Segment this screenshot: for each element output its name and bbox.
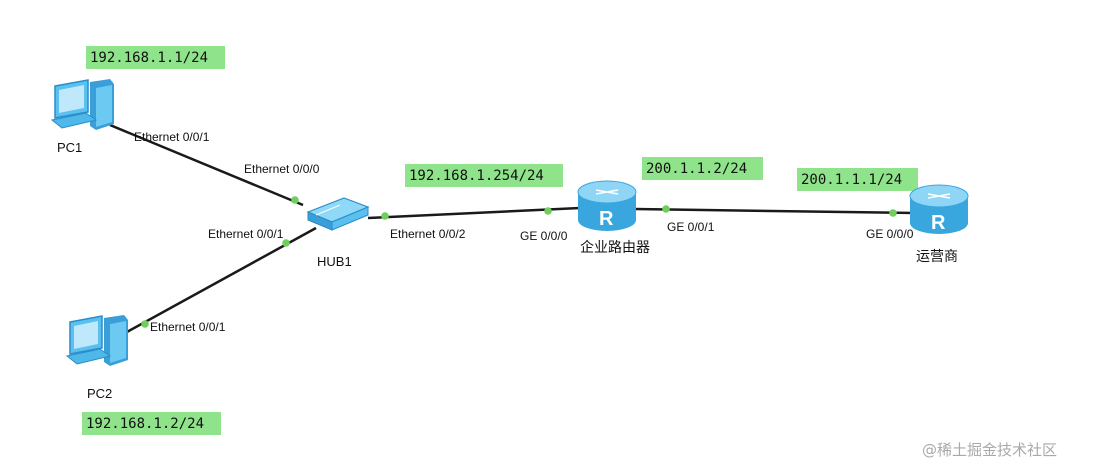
ip-text: 200.1.1.2/24: [646, 161, 747, 177]
ip-text: 200.1.1.1/24: [801, 172, 902, 188]
device-label-enterprise-router: 企业路由器: [580, 239, 650, 256]
watermark: @稀土掘金技术社区: [922, 441, 1057, 459]
port-dot[interactable]: [662, 205, 670, 213]
ip-text: 192.168.1.254/24: [409, 168, 544, 184]
port-label-router-ge000: GE 0/0/0: [520, 229, 568, 243]
ip-label-enterprise-lan: 192.168.1.254/24: [405, 164, 563, 187]
link-pc1-hub1[interactable]: [109, 123, 304, 207]
port-dot[interactable]: [282, 239, 290, 247]
port-dot[interactable]: [889, 209, 897, 217]
pc-icon: [50, 79, 114, 130]
link-enterprise-router-isp[interactable]: [631, 207, 916, 215]
router-icon: R: [909, 184, 969, 234]
hub-icon: [306, 197, 370, 231]
ip-text: 192.168.1.2/24: [86, 416, 204, 432]
port-label-pc2: Ethernet 0/0/1: [150, 320, 226, 334]
device-label-pc1: PC1: [57, 140, 82, 155]
port-label-pc1: Ethernet 0/0/1: [134, 130, 210, 144]
port-label-hub1-e0: Ethernet 0/0/0: [244, 162, 320, 176]
ip-text: 192.168.1.1/24: [90, 50, 208, 66]
pc1-device[interactable]: PC1: [50, 79, 114, 155]
port-dots: [141, 196, 897, 328]
ip-label-isp: 200.1.1.1/24: [797, 168, 918, 191]
ip-label-pc2: 192.168.1.2/24: [82, 412, 221, 435]
device-label-isp-router: 运营商: [916, 249, 958, 265]
port-label-hub1-e2: Ethernet 0/0/2: [390, 227, 466, 241]
pc2-device[interactable]: PC2: [65, 315, 128, 401]
enterprise-router-device[interactable]: R 企业路由器: [577, 180, 650, 256]
port-dot[interactable]: [381, 212, 389, 220]
router-icon: R: [577, 180, 637, 231]
port-label-hub1-e1: Ethernet 0/0/1: [208, 227, 284, 241]
router-r-glyph: R: [931, 212, 946, 234]
port-label-isp-ge000: GE 0/0/0: [866, 227, 914, 241]
isp-router-device[interactable]: R 运营商: [909, 184, 969, 265]
ip-label-enterprise-wan: 200.1.1.2/24: [642, 157, 763, 180]
port-dot[interactable]: [544, 207, 552, 215]
router-r-glyph: R: [599, 208, 614, 230]
port-dot[interactable]: [141, 320, 149, 328]
ip-label-pc1: 192.168.1.1/24: [86, 46, 225, 69]
device-label-pc2: PC2: [87, 386, 112, 401]
device-label-hub1: HUB1: [317, 254, 352, 269]
hub1-device[interactable]: HUB1: [306, 197, 370, 269]
port-label-router-ge001: GE 0/0/1: [667, 220, 715, 234]
port-dot[interactable]: [291, 196, 299, 204]
pc-icon: [65, 315, 128, 366]
port-labels: Ethernet 0/0/1 Ethernet 0/0/0 Ethernet 0…: [134, 130, 914, 334]
